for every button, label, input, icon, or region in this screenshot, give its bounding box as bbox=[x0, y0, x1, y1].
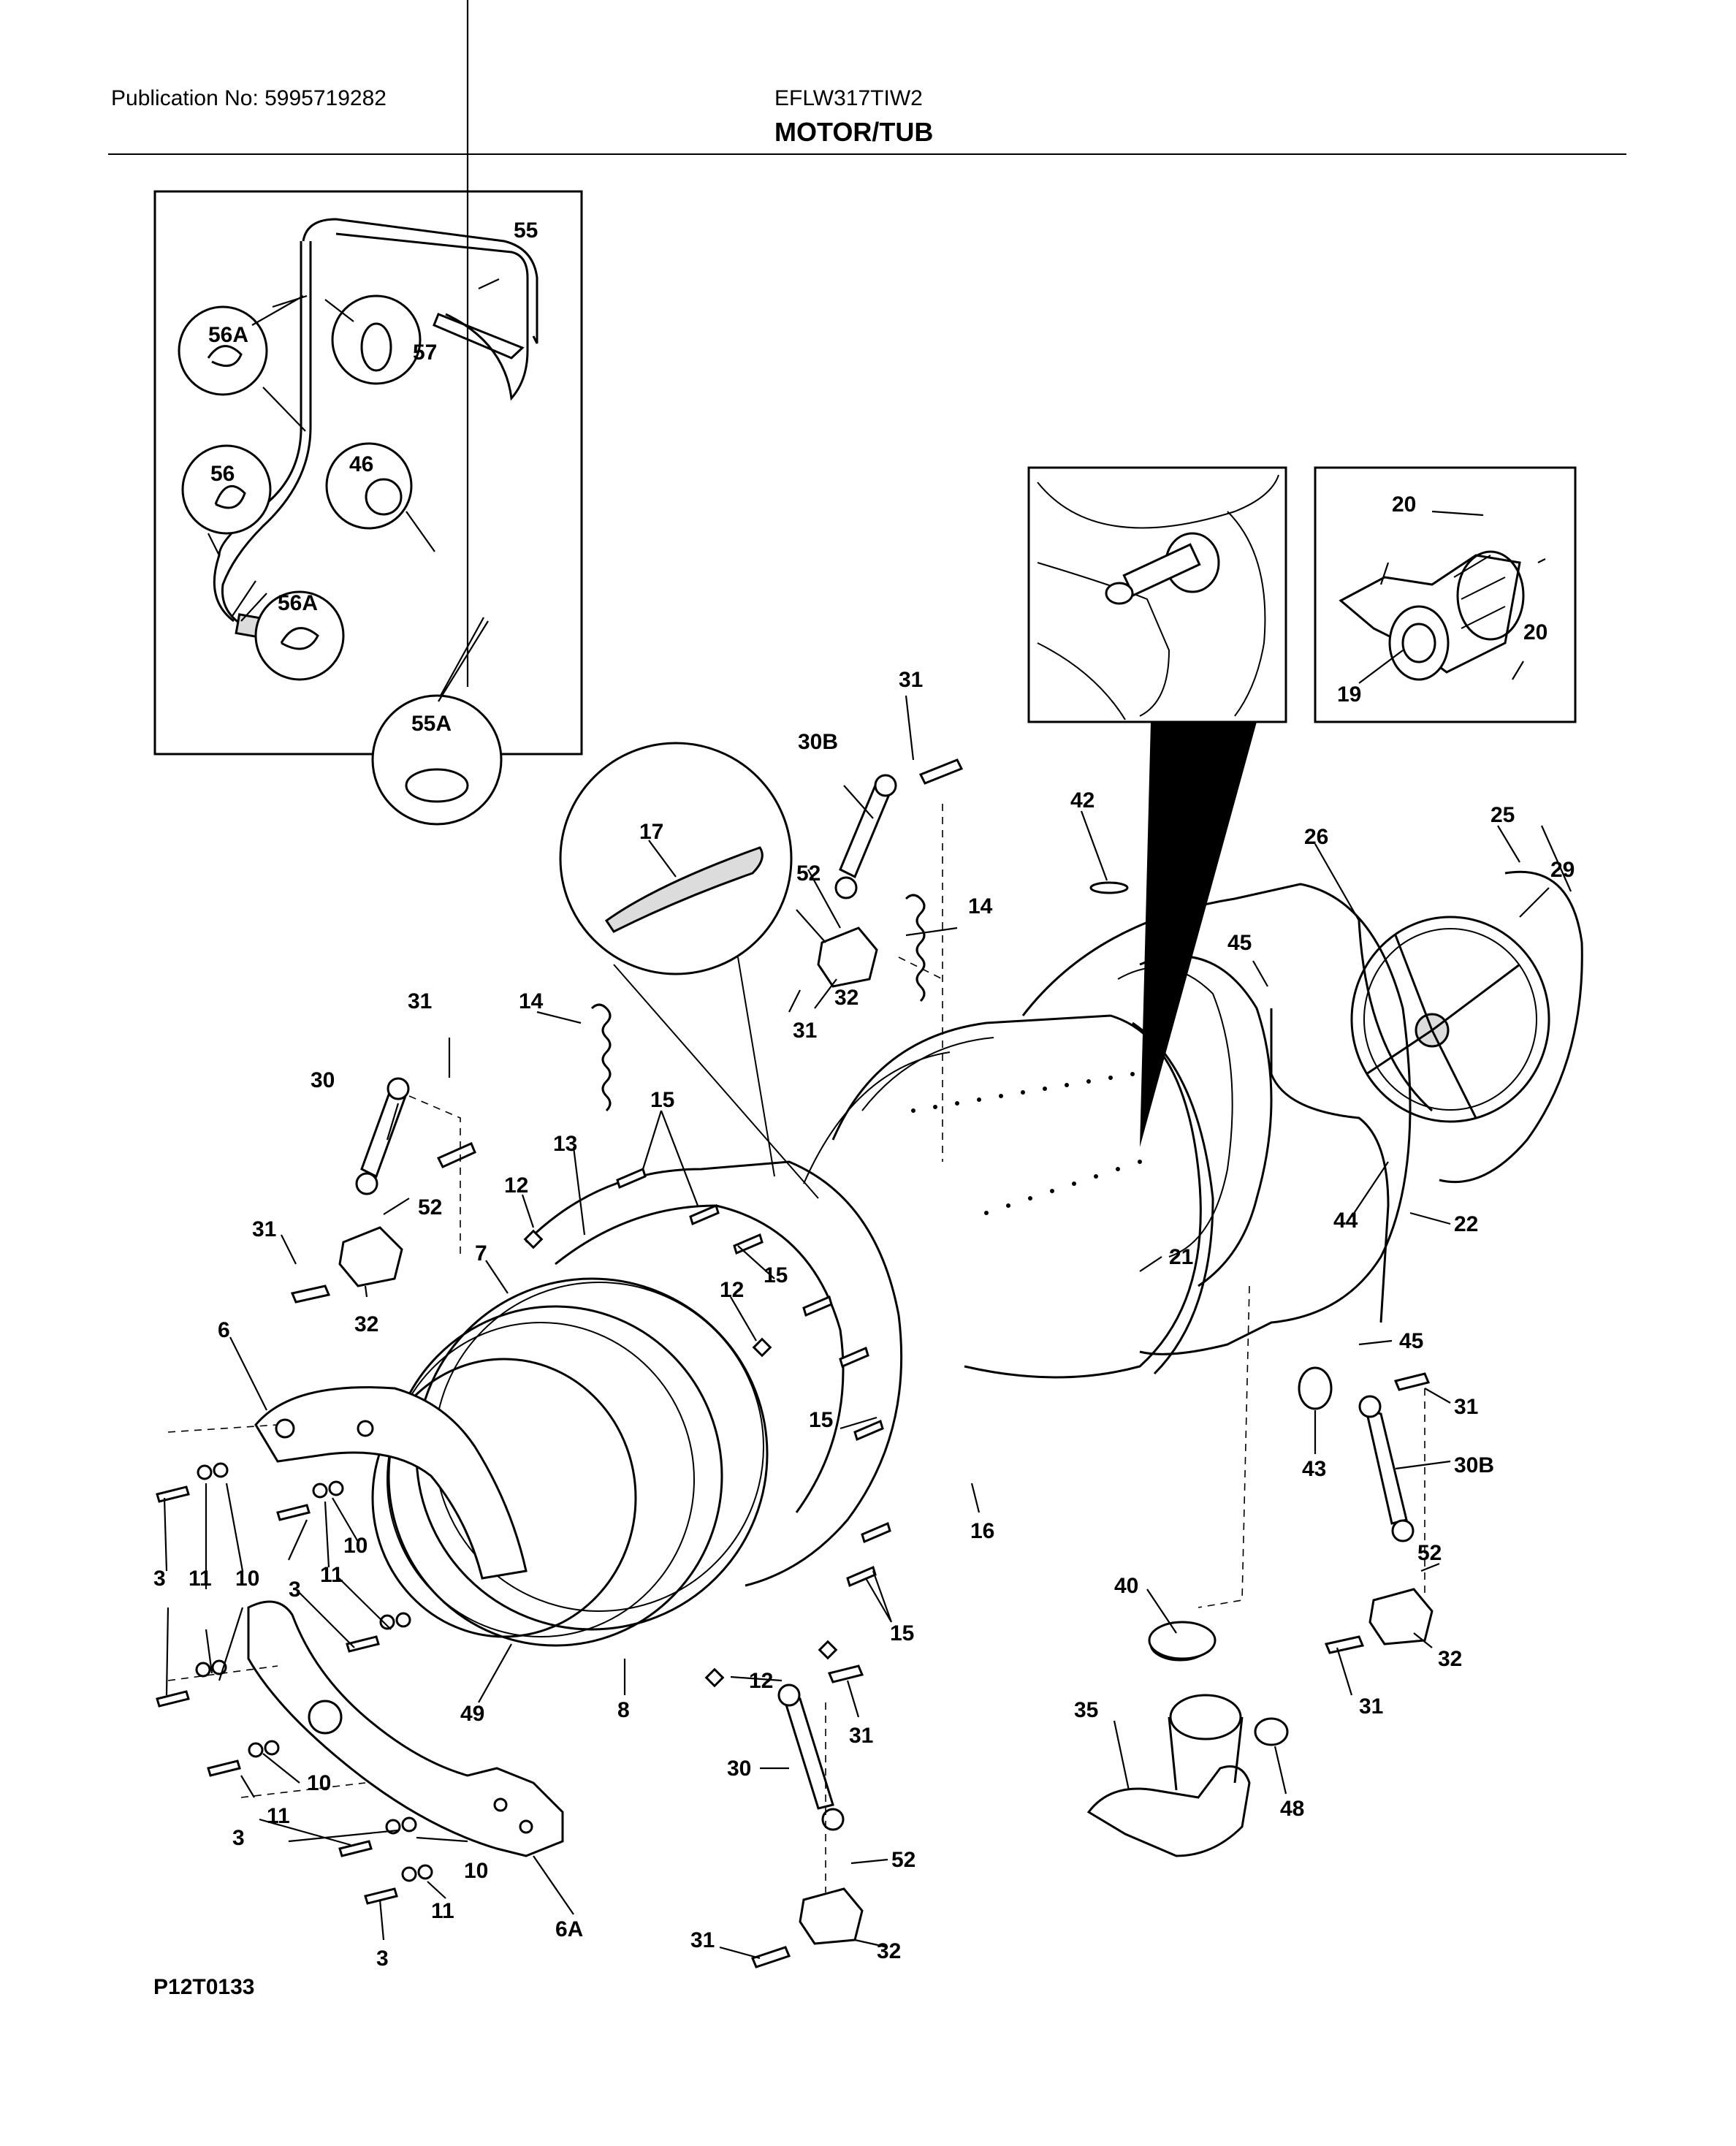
callout: 26 bbox=[1304, 825, 1328, 849]
header-divider bbox=[108, 153, 1626, 155]
callout: 16 bbox=[970, 1519, 994, 1543]
callout: 32 bbox=[1438, 1647, 1462, 1671]
callout: 20 bbox=[1392, 492, 1416, 517]
callout: 7 bbox=[475, 1241, 487, 1266]
callout: 15 bbox=[650, 1088, 674, 1112]
callout: 52 bbox=[796, 861, 821, 886]
callout: 42 bbox=[1070, 788, 1094, 813]
callout: 12 bbox=[504, 1173, 528, 1198]
callout: 10 bbox=[343, 1534, 368, 1558]
callout: 52 bbox=[418, 1195, 442, 1220]
callout: 32 bbox=[877, 1939, 901, 1963]
callout: 20 bbox=[1523, 620, 1547, 644]
callout: 40 bbox=[1114, 1574, 1138, 1598]
callout: 29 bbox=[1550, 858, 1575, 882]
callout: 15 bbox=[809, 1408, 833, 1432]
callout: 55A bbox=[411, 712, 452, 736]
callout: 49 bbox=[460, 1702, 484, 1726]
callout: 17 bbox=[639, 820, 663, 844]
callout: 12 bbox=[720, 1278, 744, 1302]
callout: 8 bbox=[617, 1698, 630, 1722]
callout: 31 bbox=[1454, 1395, 1478, 1419]
callout: 25 bbox=[1491, 803, 1515, 827]
callout: 15 bbox=[764, 1263, 788, 1287]
callout: 11 bbox=[320, 1563, 343, 1587]
callout: 31 bbox=[1359, 1694, 1383, 1719]
callout: 3 bbox=[232, 1826, 245, 1850]
callout: 56A bbox=[278, 591, 318, 615]
callout: 32 bbox=[834, 986, 859, 1010]
callout: 56 bbox=[210, 462, 235, 486]
callout: 14 bbox=[968, 894, 993, 918]
callout: 10 bbox=[464, 1859, 488, 1883]
callout: 31 bbox=[793, 1019, 817, 1043]
publication-number: Publication No: 5995719282 bbox=[111, 86, 387, 110]
callout: 21 bbox=[1169, 1245, 1193, 1269]
callout: 14 bbox=[519, 989, 544, 1013]
callout: 31 bbox=[408, 989, 432, 1013]
callout: 13 bbox=[553, 1132, 577, 1156]
callout: 43 bbox=[1302, 1457, 1326, 1481]
callout: 30 bbox=[727, 1757, 751, 1781]
callout: 11 bbox=[189, 1567, 212, 1591]
callout: 19 bbox=[1337, 682, 1361, 707]
callout: 56A bbox=[208, 323, 248, 347]
callout: 48 bbox=[1280, 1797, 1304, 1821]
callout: 52 bbox=[891, 1848, 915, 1872]
callout: 31 bbox=[252, 1217, 276, 1241]
callout: 11 bbox=[267, 1804, 290, 1828]
harness-inset bbox=[153, 0, 583, 826]
callout: 3 bbox=[376, 1947, 389, 1971]
callout: 15 bbox=[890, 1621, 914, 1645]
callout-labels: 55 56A 57 56 46 56A 55A 20 20 19 31 30B … bbox=[153, 218, 1575, 1971]
callout: 32 bbox=[354, 1312, 378, 1336]
leader-lines bbox=[163, 695, 1572, 1960]
callout: 57 bbox=[413, 340, 437, 365]
callout: 10 bbox=[235, 1567, 259, 1591]
callout: 30B bbox=[798, 730, 838, 754]
callout: 46 bbox=[349, 452, 373, 476]
callout: 12 bbox=[749, 1669, 773, 1693]
callout: 45 bbox=[1227, 931, 1252, 955]
callout: 10 bbox=[307, 1771, 331, 1795]
callout: 22 bbox=[1454, 1212, 1478, 1236]
callout: 35 bbox=[1074, 1698, 1098, 1722]
callout: 31 bbox=[690, 1928, 715, 1952]
callout: 31 bbox=[899, 668, 923, 692]
motor-inset bbox=[1314, 466, 1577, 723]
suspension-parts bbox=[290, 758, 1434, 1968]
callout: 44 bbox=[1333, 1209, 1358, 1233]
filter-detail-callout bbox=[559, 742, 819, 1199]
callout: 31 bbox=[849, 1724, 873, 1748]
callout: 30 bbox=[311, 1068, 335, 1092]
callout: 52 bbox=[1417, 1541, 1442, 1565]
callout: 6A bbox=[555, 1917, 583, 1941]
callout: 6 bbox=[218, 1318, 230, 1342]
shaft-detail-inset bbox=[1027, 466, 1287, 723]
callout: 11 bbox=[431, 1899, 454, 1923]
model-number: EFLW317TIW2 bbox=[774, 86, 923, 110]
callout: 3 bbox=[153, 1567, 166, 1591]
callout: 30B bbox=[1454, 1453, 1494, 1477]
callout: 55 bbox=[514, 218, 538, 243]
callout: 3 bbox=[289, 1578, 301, 1602]
diagram-code: P12T0133 bbox=[153, 1975, 255, 1999]
section-title: MOTOR/TUB bbox=[774, 117, 934, 147]
callout: 45 bbox=[1399, 1329, 1423, 1353]
